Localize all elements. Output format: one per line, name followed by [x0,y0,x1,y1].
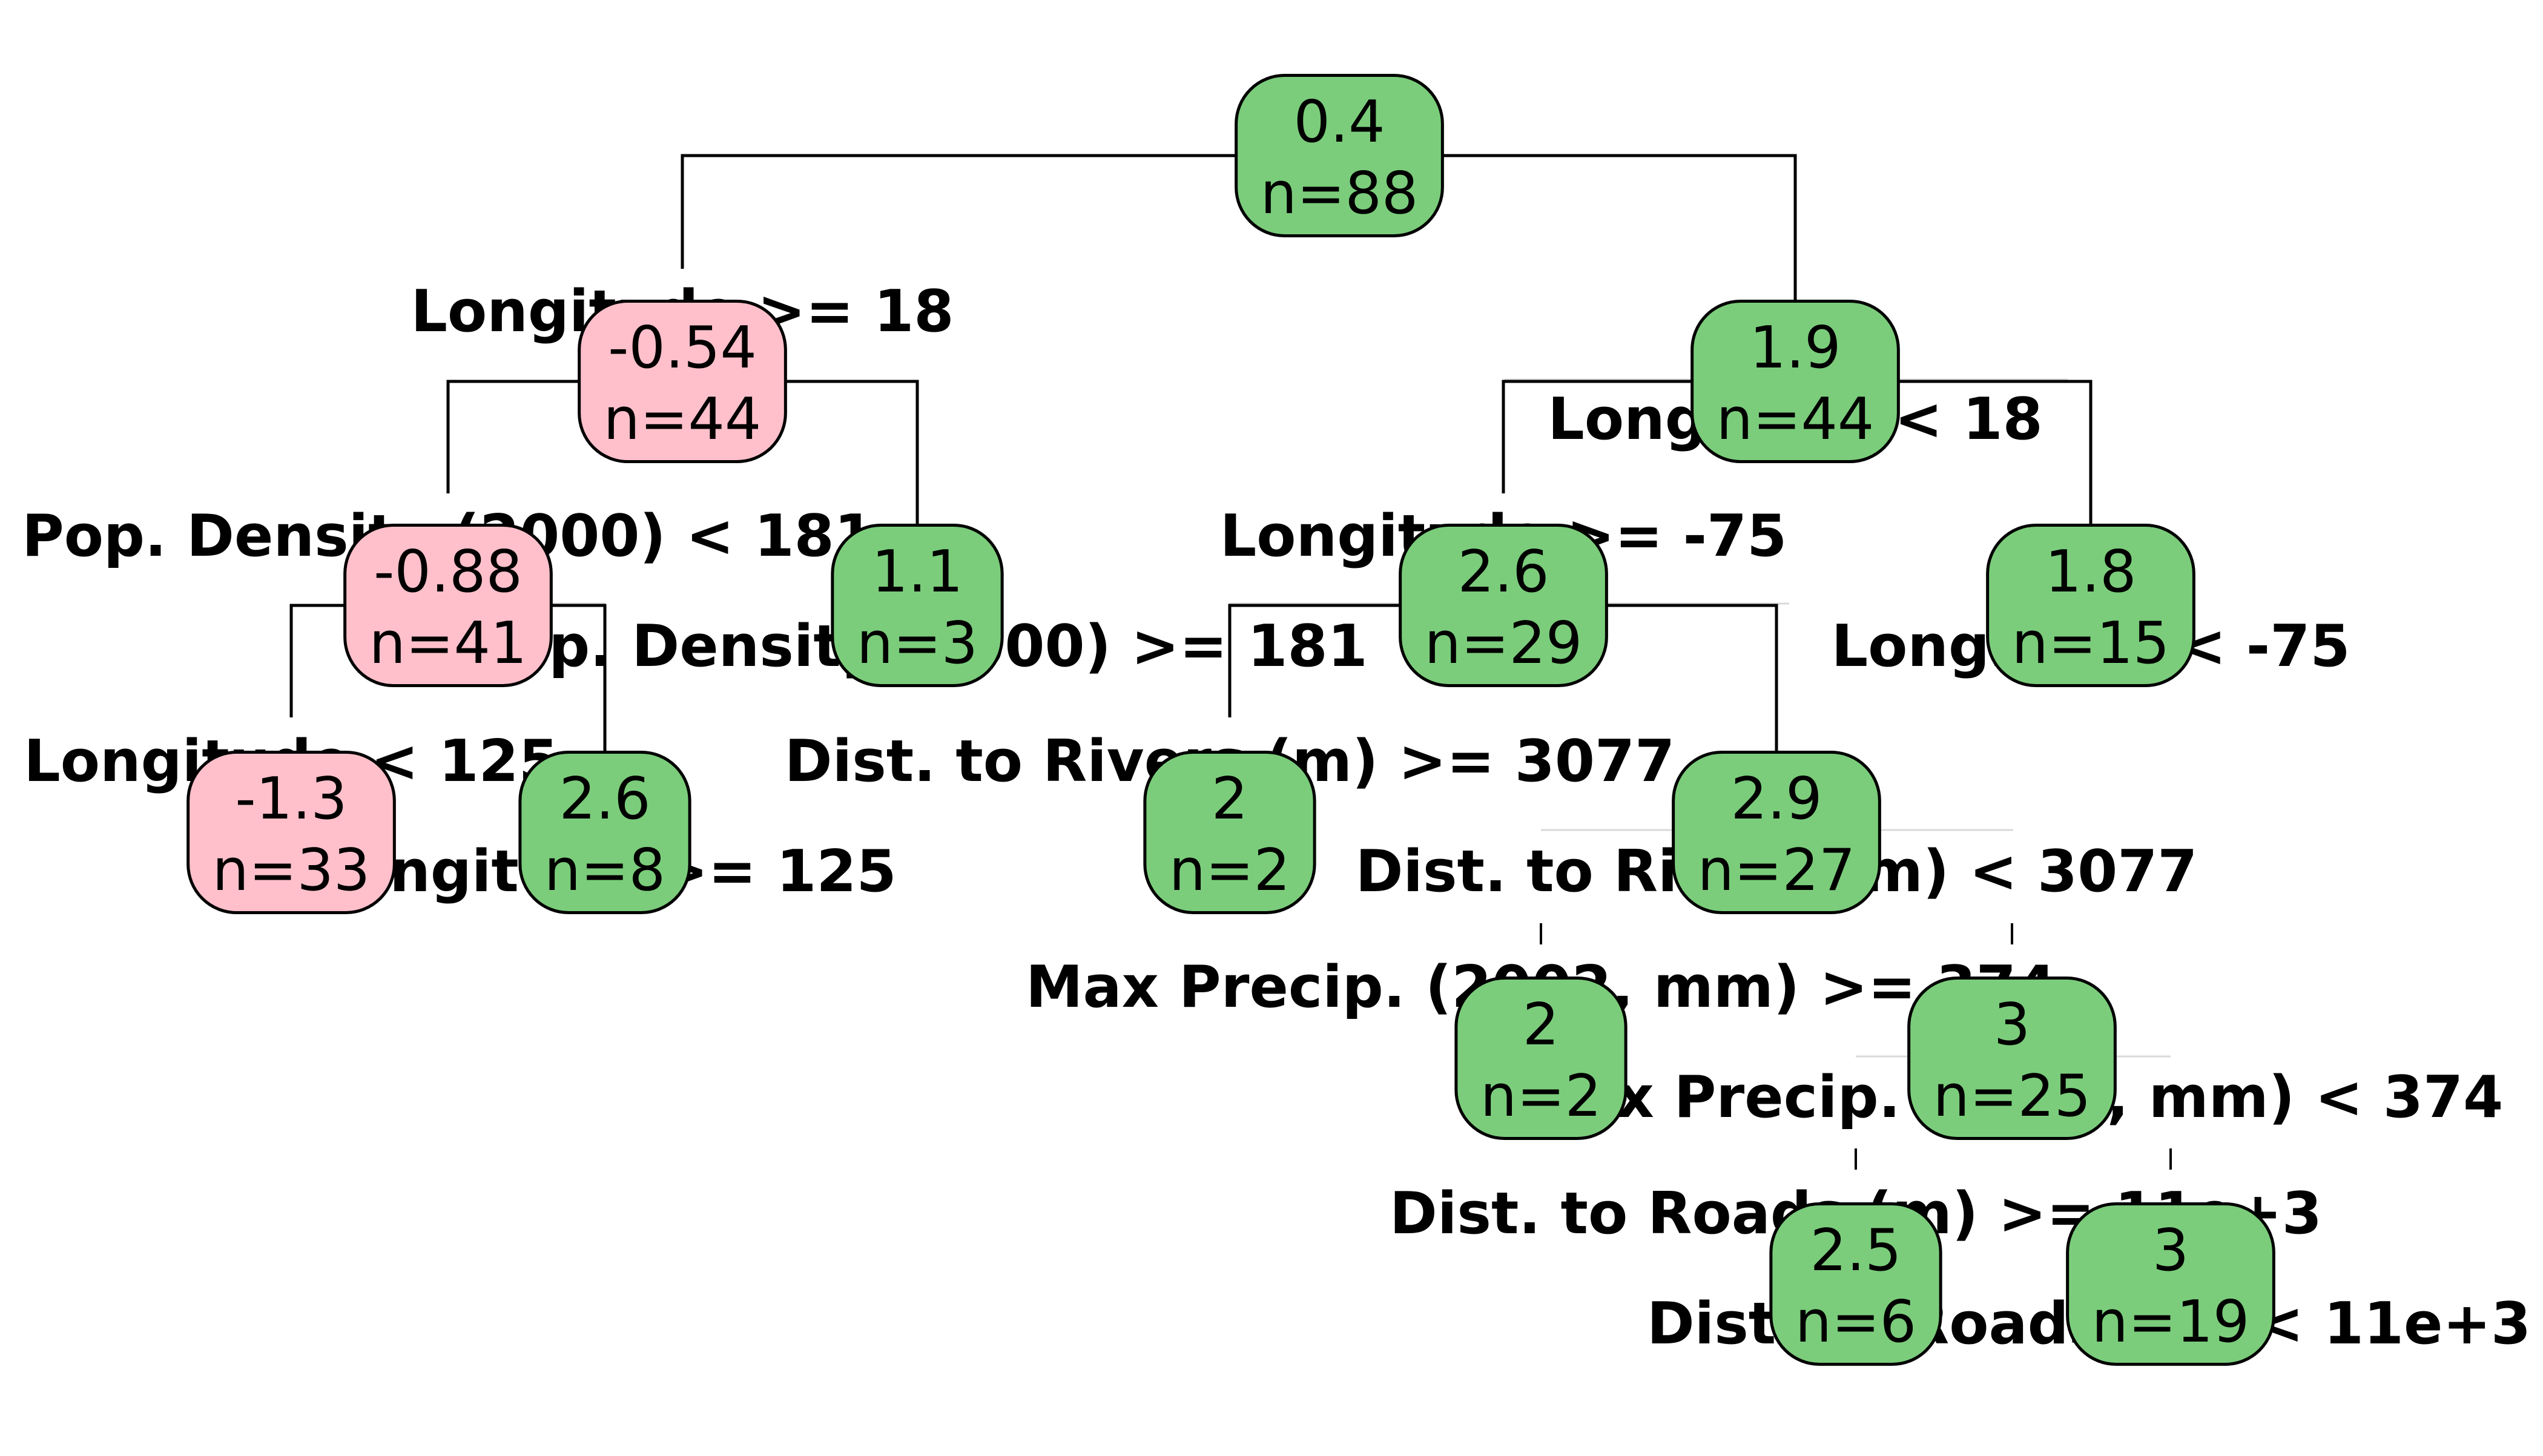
tree-node-leaf: 1.8 n=15 [1986,524,2195,687]
node-value: 1.8 [2045,539,2136,605]
node-box [1399,524,1608,687]
node-count: n=27 [1698,837,1856,904]
node-value: 2 [1523,992,1559,1058]
node-value: 3 [2152,1217,2189,1284]
node-box [831,524,1004,687]
tree-node: 2.6 n=29 [1399,524,1608,687]
node-value: -0.54 [608,315,757,381]
node-count: n=19 [2092,1289,2250,1356]
node-box [1907,977,2117,1140]
node-count: n=44 [1717,386,1875,453]
node-count: n=15 [2012,610,2170,677]
node-box [1986,524,2195,687]
node-box [1690,300,1900,463]
node-value: -1.3 [235,766,347,832]
node-value: 2.5 [1810,1217,1901,1284]
node-value: -0.88 [374,539,523,605]
node-box [186,751,396,914]
node-value: 1.1 [871,539,963,605]
tree-nodes: 0.4 n=88 -0.54 n=44 1.9 n=44 -0.88 n=41 … [186,74,2275,1366]
node-box [343,524,553,687]
node-box [578,300,787,463]
node-box [1769,1202,1942,1366]
node-count: n=41 [369,610,527,677]
tree-node: -0.54 n=44 [578,300,787,463]
tree-node-leaf: 2 n=2 [1143,751,1316,914]
tree-node-leaf: 2.6 n=8 [518,751,691,914]
node-box [518,751,691,914]
tree-node-leaf: -1.3 n=33 [186,751,396,914]
node-count: n=6 [1795,1289,1916,1356]
node-value: 2.6 [559,766,650,832]
tree-node: 2.9 n=27 [1672,751,1881,914]
node-box [1672,751,1881,914]
tree-node-leaf: 3 n=19 [2066,1202,2275,1366]
node-count: n=8 [544,837,665,904]
tree-node: -0.88 n=41 [343,524,553,687]
node-box [1235,74,1444,237]
node-box [2066,1202,2275,1366]
tree-node-leaf: 2.5 n=6 [1769,1202,1942,1366]
tree-node: 3 n=25 [1907,977,2117,1140]
node-count: n=25 [1933,1063,2091,1130]
tree-node-leaf: 1.1 n=3 [831,524,1004,687]
node-value: 2 [1212,766,1248,832]
tree-node-leaf: 2 n=2 [1454,977,1628,1140]
node-value: 0.4 [1293,89,1385,156]
node-count: n=2 [1169,837,1290,904]
node-count: n=3 [857,610,978,677]
node-count: n=2 [1480,1063,1601,1130]
node-value: 1.9 [1749,315,1841,381]
tree-node: 1.9 n=44 [1690,300,1900,463]
node-value: 3 [1994,992,2030,1058]
tree-node-root: 0.4 n=88 [1235,74,1444,237]
node-box [1143,751,1316,914]
node-value: 2.9 [1730,766,1822,832]
node-count: n=29 [1425,610,1583,677]
node-count: n=44 [604,386,762,453]
node-value: 2.6 [1457,539,1549,605]
node-box [1454,977,1628,1140]
node-count: n=33 [213,837,371,904]
node-count: n=88 [1261,160,1419,227]
